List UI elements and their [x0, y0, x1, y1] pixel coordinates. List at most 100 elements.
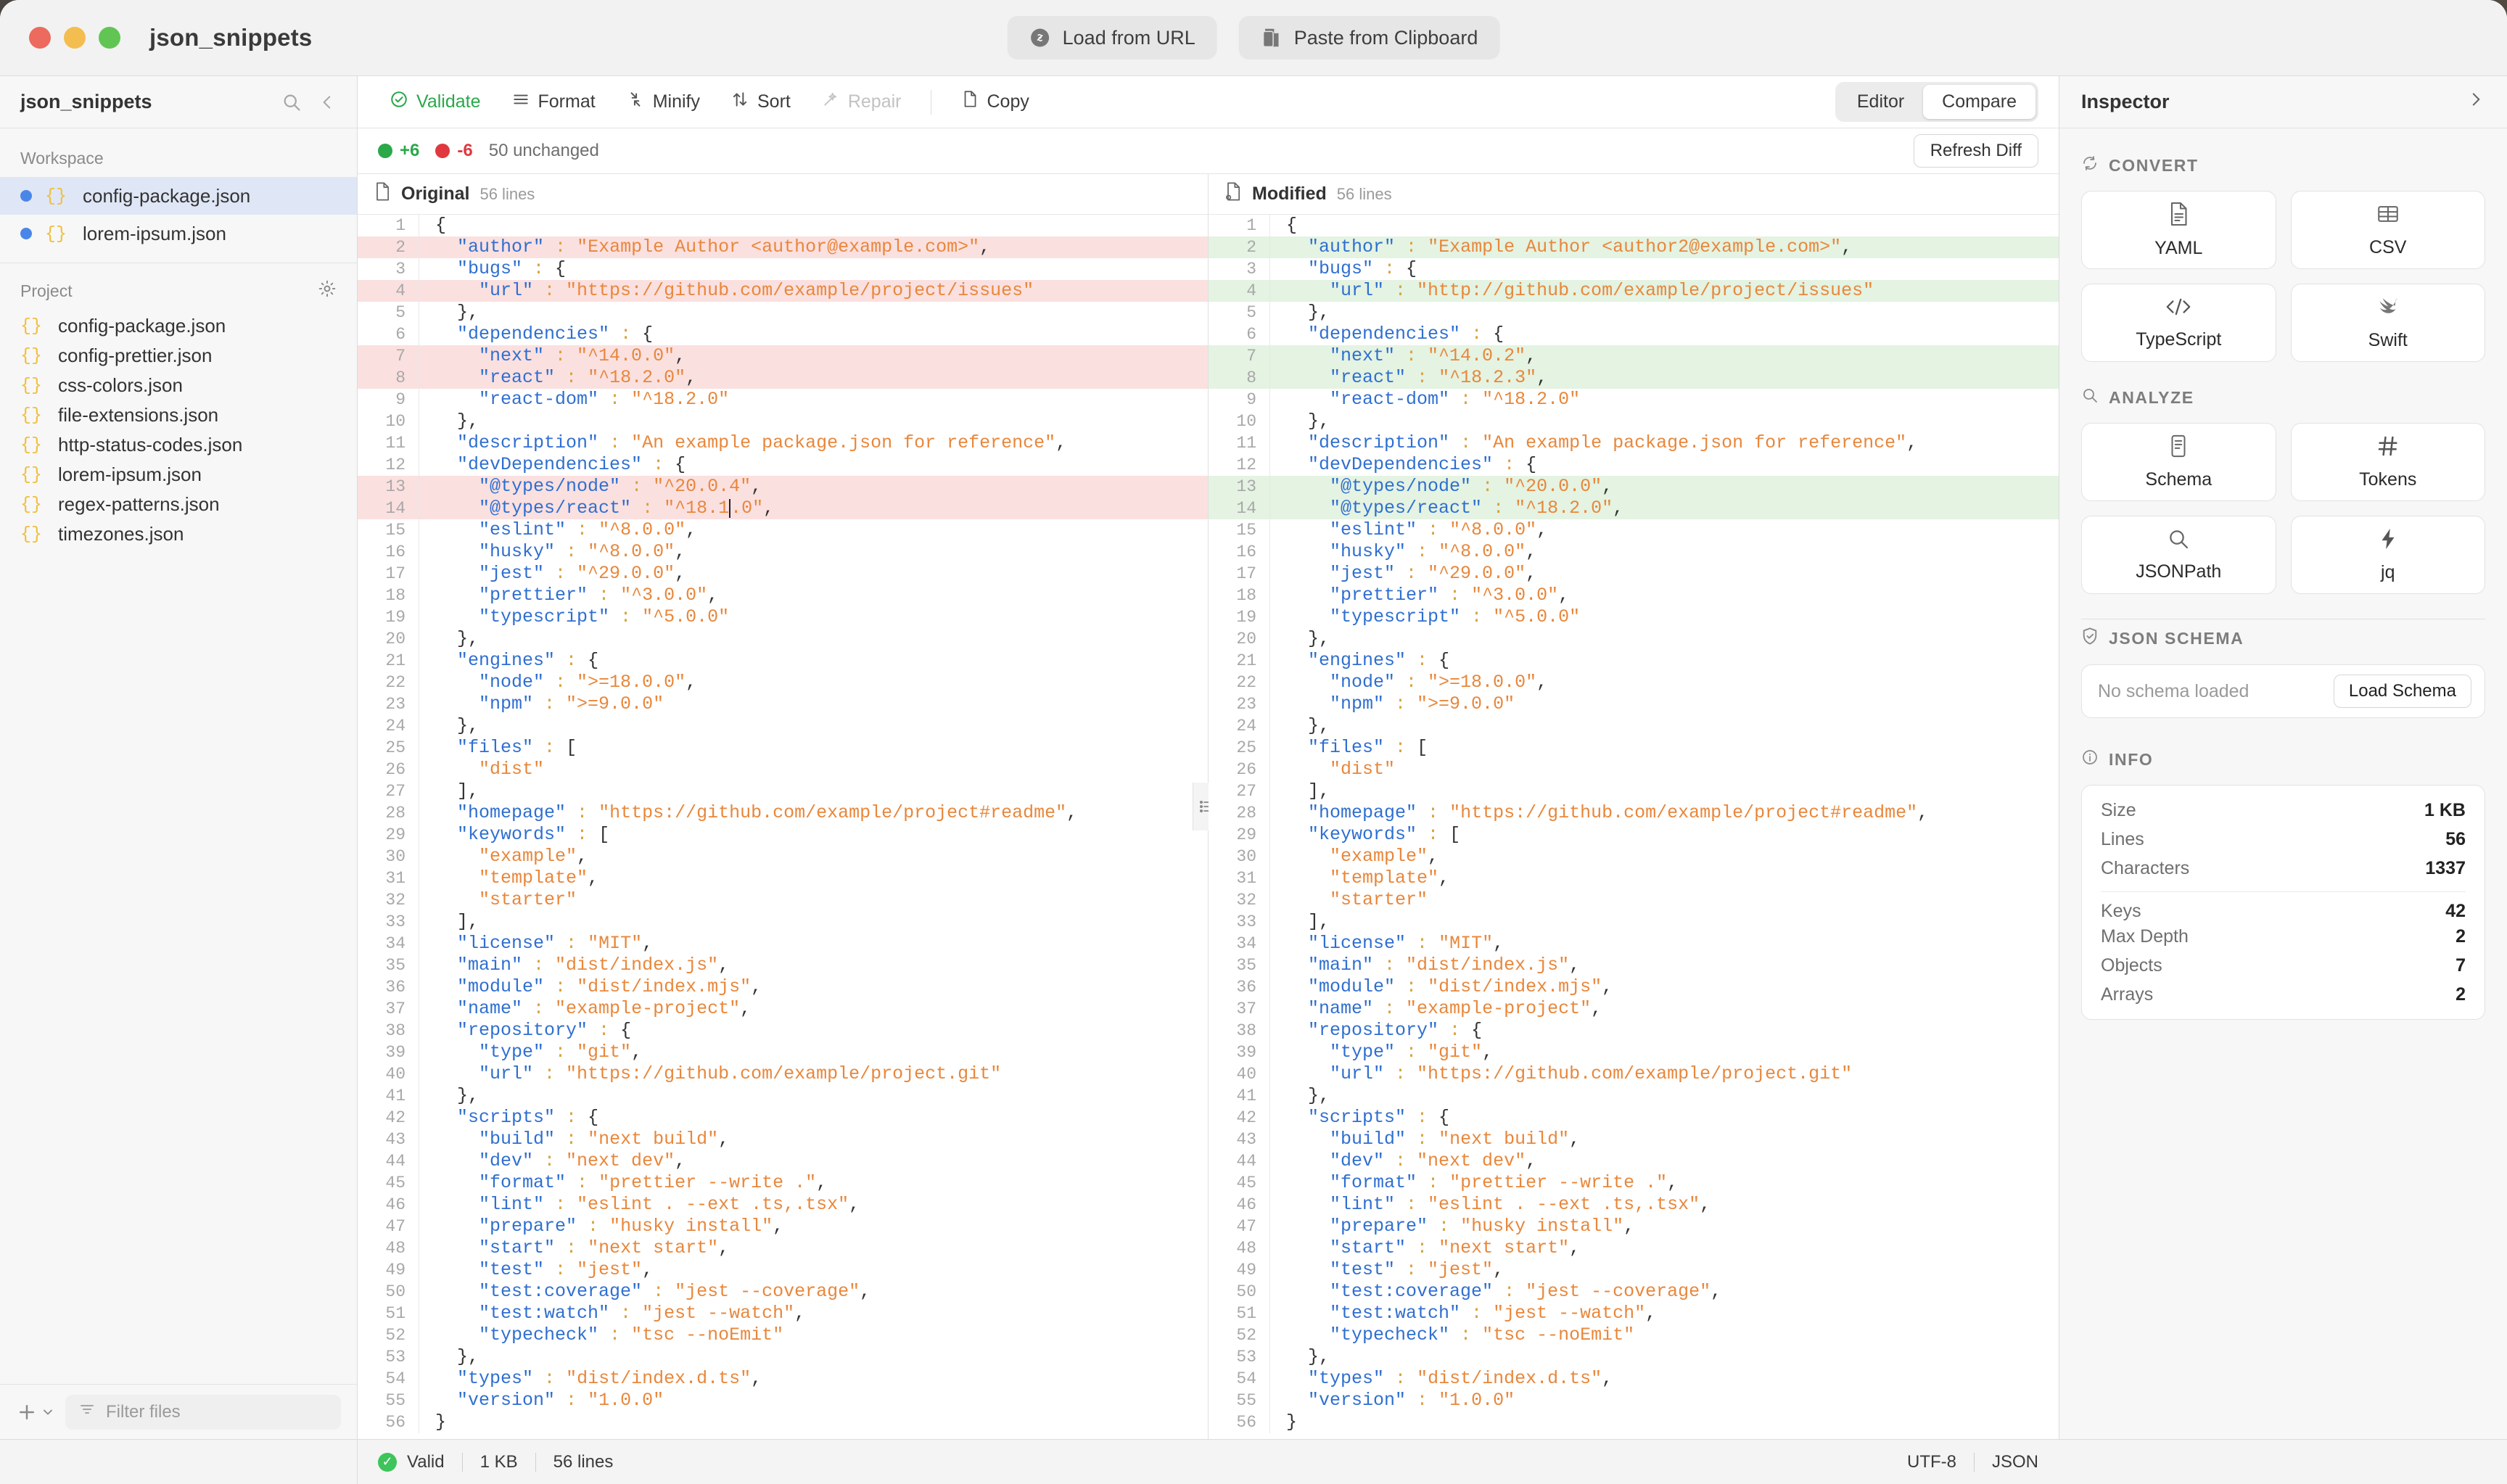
code-line-text[interactable]: }, — [419, 411, 1208, 432]
code-line-text[interactable]: "@types/react" : "^18.2.0", — [1269, 498, 2059, 519]
code-line-text[interactable]: "homepage" : "https://github.com/example… — [1269, 802, 2059, 824]
code-line-text[interactable]: "url" : "https://github.com/example/proj… — [419, 280, 1208, 302]
code-line-text[interactable]: }, — [419, 628, 1208, 650]
project-file-item[interactable]: {} http-status-codes.json — [0, 430, 357, 460]
code-line-text[interactable]: "scripts" : { — [1269, 1107, 2059, 1129]
code-line-text[interactable]: "test:coverage" : "jest --coverage", — [1269, 1281, 2059, 1303]
convert-csv-button[interactable]: CSV — [2290, 191, 2485, 269]
code-line-text[interactable]: "bugs" : { — [419, 258, 1208, 280]
modified-code-area[interactable]: 1{2 "author" : "Example Author <author2@… — [1209, 215, 2059, 1439]
close-button[interactable] — [29, 27, 51, 49]
code-line-text[interactable]: "lint" : "eslint . --ext .ts,.tsx", — [419, 1194, 1208, 1216]
refresh-diff-button[interactable]: Refresh Diff — [1913, 134, 2038, 168]
code-line-text[interactable]: "react" : "^18.2.0", — [419, 367, 1208, 389]
filter-files-input[interactable]: Filter files — [65, 1394, 341, 1430]
code-line-text[interactable]: "build" : "next build", — [1269, 1129, 2059, 1150]
code-line-text[interactable]: "version" : "1.0.0" — [1269, 1390, 2059, 1411]
project-file-item[interactable]: {} timezones.json — [0, 519, 357, 549]
code-line-text[interactable]: "template", — [419, 867, 1208, 889]
tab-editor[interactable]: Editor — [1856, 91, 1905, 112]
code-line-text[interactable]: "eslint" : "^8.0.0", — [419, 519, 1208, 541]
analyze-schema-button[interactable]: Schema — [2081, 423, 2276, 501]
code-line-text[interactable]: "engines" : { — [419, 650, 1208, 672]
analyze-jsonpath-button[interactable]: JSONPath — [2081, 516, 2276, 594]
code-line-text[interactable]: "description" : "An example package.json… — [1269, 432, 2059, 454]
code-line-text[interactable]: "npm" : ">=9.0.0" — [419, 693, 1208, 715]
convert-yaml-button[interactable]: YAML — [2081, 191, 2276, 269]
code-line-text[interactable]: "react-dom" : "^18.2.0" — [1269, 389, 2059, 411]
code-line-text[interactable]: "module" : "dist/index.mjs", — [1269, 976, 2059, 998]
code-line-text[interactable]: "bugs" : { — [1269, 258, 2059, 280]
code-line-text[interactable]: } — [1269, 1411, 2059, 1433]
code-line-text[interactable]: "typecheck" : "tsc --noEmit" — [1269, 1324, 2059, 1346]
search-icon[interactable] — [281, 92, 302, 112]
code-line-text[interactable]: "devDependencies" : { — [419, 454, 1208, 476]
code-line-text[interactable]: "module" : "dist/index.mjs", — [419, 976, 1208, 998]
code-line-text[interactable]: "author" : "Example Author <author@examp… — [419, 236, 1208, 258]
code-line-text[interactable]: "typecheck" : "tsc --noEmit" — [419, 1324, 1208, 1346]
code-line-text[interactable]: }, — [1269, 1346, 2059, 1368]
code-line-text[interactable]: "jest" : "^29.0.0", — [419, 563, 1208, 585]
project-file-item[interactable]: {} file-extensions.json — [0, 400, 357, 430]
gear-icon[interactable] — [318, 279, 337, 302]
code-line-text[interactable]: "starter" — [1269, 889, 2059, 911]
add-file-button[interactable] — [16, 1401, 55, 1423]
code-line-text[interactable]: "node" : ">=18.0.0", — [419, 672, 1208, 693]
code-line-text[interactable]: "@types/react" : "^18.1.0", — [419, 498, 1208, 519]
minimize-button[interactable] — [64, 27, 86, 49]
project-file-item[interactable]: {} regex-patterns.json — [0, 490, 357, 519]
code-line-text[interactable]: "husky" : "^8.0.0", — [419, 541, 1208, 563]
code-line-text[interactable]: "node" : ">=18.0.0", — [1269, 672, 2059, 693]
code-line-text[interactable]: "repository" : { — [419, 1020, 1208, 1042]
code-line-text[interactable]: "next" : "^14.0.0", — [419, 345, 1208, 367]
code-line-text[interactable]: "types" : "dist/index.d.ts", — [1269, 1368, 2059, 1390]
code-line-text[interactable]: "files" : [ — [419, 737, 1208, 759]
code-line-text[interactable]: "start" : "next start", — [1269, 1237, 2059, 1259]
code-line-text[interactable]: "dependencies" : { — [1269, 323, 2059, 345]
code-line-text[interactable]: "template", — [1269, 867, 2059, 889]
code-line-text[interactable]: "dev" : "next dev", — [419, 1150, 1208, 1172]
code-line-text[interactable]: "react" : "^18.2.3", — [1269, 367, 2059, 389]
code-line-text[interactable]: }, — [1269, 628, 2059, 650]
code-line-text[interactable]: "typescript" : "^5.0.0" — [1269, 606, 2059, 628]
repair-button[interactable]: Repair — [810, 84, 913, 120]
minify-button[interactable]: Minify — [614, 84, 712, 120]
code-line-text[interactable]: "keywords" : [ — [1269, 824, 2059, 846]
code-line-text[interactable]: "test:watch" : "jest --watch", — [1269, 1303, 2059, 1324]
code-line-text[interactable]: } — [419, 1411, 1208, 1433]
code-line-text[interactable]: "name" : "example-project", — [419, 998, 1208, 1020]
code-line-text[interactable]: "@types/node" : "^20.0.0", — [1269, 476, 2059, 498]
code-line-text[interactable]: "type" : "git", — [419, 1042, 1208, 1063]
code-line-text[interactable]: "devDependencies" : { — [1269, 454, 2059, 476]
code-line-text[interactable]: "main" : "dist/index.js", — [419, 955, 1208, 976]
code-line-text[interactable]: "build" : "next build", — [419, 1129, 1208, 1150]
code-line-text[interactable]: "jest" : "^29.0.0", — [1269, 563, 2059, 585]
code-line-text[interactable]: "next" : "^14.0.2", — [1269, 345, 2059, 367]
code-line-text[interactable]: "starter" — [419, 889, 1208, 911]
code-line-text[interactable]: "main" : "dist/index.js", — [1269, 955, 2059, 976]
code-line-text[interactable]: ], — [1269, 780, 2059, 802]
code-line-text[interactable]: "test:watch" : "jest --watch", — [419, 1303, 1208, 1324]
chevron-right-icon[interactable] — [2466, 90, 2485, 114]
code-line-text[interactable]: "keywords" : [ — [419, 824, 1208, 846]
code-line-text[interactable]: "version" : "1.0.0" — [419, 1390, 1208, 1411]
code-line-text[interactable]: "url" : "https://github.com/example/proj… — [419, 1063, 1208, 1085]
code-line-text[interactable]: "husky" : "^8.0.0", — [1269, 541, 2059, 563]
load-from-url-button[interactable]: Load from URL — [1007, 16, 1217, 59]
copy-button[interactable]: Copy — [949, 83, 1041, 120]
code-line-text[interactable]: "prettier" : "^3.0.0", — [419, 585, 1208, 606]
code-line-text[interactable]: ], — [419, 911, 1208, 933]
code-line-text[interactable]: { — [419, 215, 1208, 236]
collapse-sidebar-icon[interactable] — [318, 93, 337, 112]
code-line-text[interactable]: "npm" : ">=9.0.0" — [1269, 693, 2059, 715]
convert-swift-button[interactable]: Swift — [2290, 284, 2485, 362]
code-line-text[interactable]: "prepare" : "husky install", — [419, 1216, 1208, 1237]
original-code-area[interactable]: 1{2 "author" : "Example Author <author@e… — [358, 215, 1208, 1439]
analyze-tokens-button[interactable]: Tokens — [2290, 423, 2485, 501]
code-line-text[interactable]: }, — [1269, 1085, 2059, 1107]
code-line-text[interactable]: "author" : "Example Author <author2@exam… — [1269, 236, 2059, 258]
project-file-item[interactable]: {} config-package.json — [0, 311, 357, 341]
code-line-text[interactable]: "name" : "example-project", — [1269, 998, 2059, 1020]
load-schema-button[interactable]: Load Schema — [2333, 675, 2471, 708]
code-line-text[interactable]: "prepare" : "husky install", — [1269, 1216, 2059, 1237]
